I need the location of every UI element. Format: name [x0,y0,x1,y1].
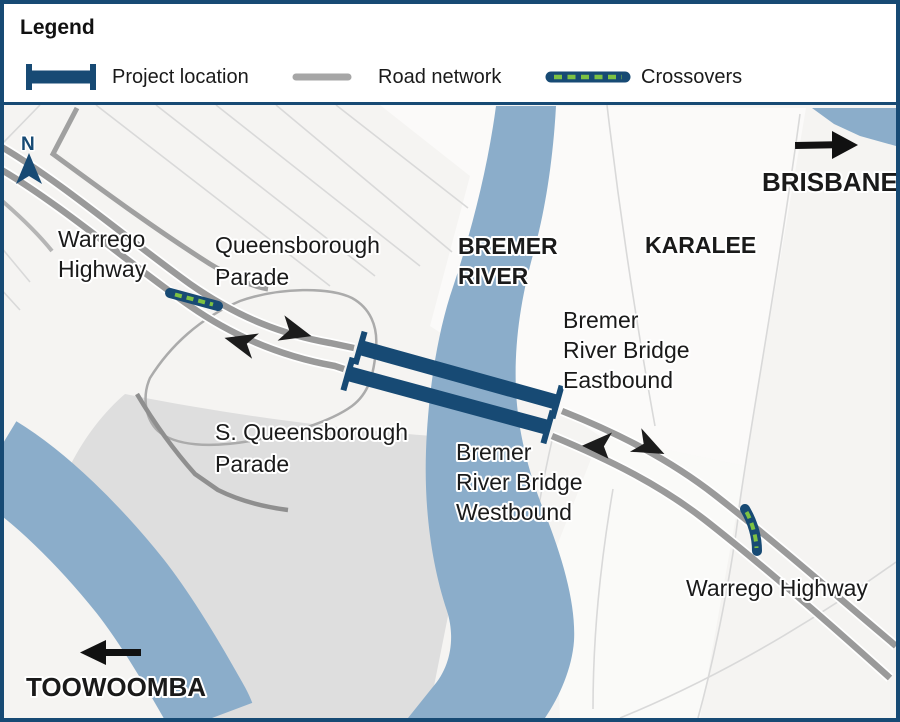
label-warrego-highway-east: Warrego Highway [686,575,868,601]
westbound-carriageway-east [550,432,893,681]
legend-item-crossovers: Crossovers [545,60,742,94]
westbound-carriageway-west [4,167,346,373]
eastbound-arrow-east-icon [629,428,665,454]
label-bridge-eastbound-3: Eastbound [563,367,673,393]
s-queensborough-parade-road [135,392,289,513]
label-s-queensborough-1: S. Queensborough [215,419,408,445]
label-queensborough-parade-1: Queensborough [215,232,380,258]
label-bridge-westbound-2: River Bridge [456,469,583,495]
crossovers-pill-icon [545,71,631,83]
label-warrego-highway-west-2: Highway [58,256,147,282]
label-toowoomba: TOOWOOMBA [26,672,206,702]
crossovers [165,288,762,556]
crossover-west-dashes [174,292,214,307]
label-bremer-river-1: BREMER [458,233,558,259]
queensborough-parade-road [49,106,269,292]
bridge-bar-end-caps [340,330,565,445]
land-patch-east [553,436,745,718]
westbound-arrow-east-icon [581,432,612,459]
north-indicator: N [16,133,42,184]
traffic-direction-arrows [224,315,665,459]
label-karalee: KARALEE [645,232,756,258]
eastbound-arrow-west-icon [277,315,312,341]
toowoomba-arrow-icon [80,640,141,665]
westbound-arrow-west-icon [224,333,259,359]
map-canvas: N Warrego Highway Queensborough Parade B… [4,105,896,718]
label-bridge-westbound-1: Bremer [456,439,532,465]
project-location-bridge [340,330,565,445]
label-bridge-eastbound-2: River Bridge [563,337,690,363]
north-arrow-icon [16,153,42,184]
project-location-bar-icon [26,64,96,90]
legend-label-road-network: Road network [378,65,502,88]
legend-item-road-network: Road network [292,60,501,94]
bridge-bar-westbound [348,366,548,435]
river-southwest-shape [4,421,253,718]
legend-label-crossovers: Crossovers [641,65,743,88]
legend-item-project-location: Project location [24,60,249,94]
label-brisbane: BRISBANE [762,167,896,197]
legend-label-project-location: Project location [112,65,249,88]
legend: Legend Project location Road network Cro… [4,4,896,105]
bridge-bar-eastbound [359,340,559,410]
label-warrego-highway-west-1: Warrego [58,226,145,252]
side-road-west [4,199,54,253]
destination-arrows [80,131,858,665]
label-bridge-eastbound-1: Bremer [563,307,639,333]
river-northeast-corner [812,108,896,146]
map-labels: Warrego Highway Queensborough Parade BRE… [24,165,896,704]
map-svg: N Warrego Highway Queensborough Parade B… [4,105,896,718]
label-bridge-westbound-3: Westbound [456,499,572,525]
crossover-east-dashes [744,511,759,549]
brisbane-arrow-icon [795,131,858,159]
label-s-queensborough-2: Parade [215,451,289,477]
label-queensborough-parade-2: Parade [215,264,289,290]
eastbound-carriageway-east [560,407,896,649]
legend-title: Legend [20,16,95,39]
label-bremer-river-2: RIVER [458,263,529,289]
north-label: N [21,134,35,155]
road-network-line-icon [292,73,352,81]
